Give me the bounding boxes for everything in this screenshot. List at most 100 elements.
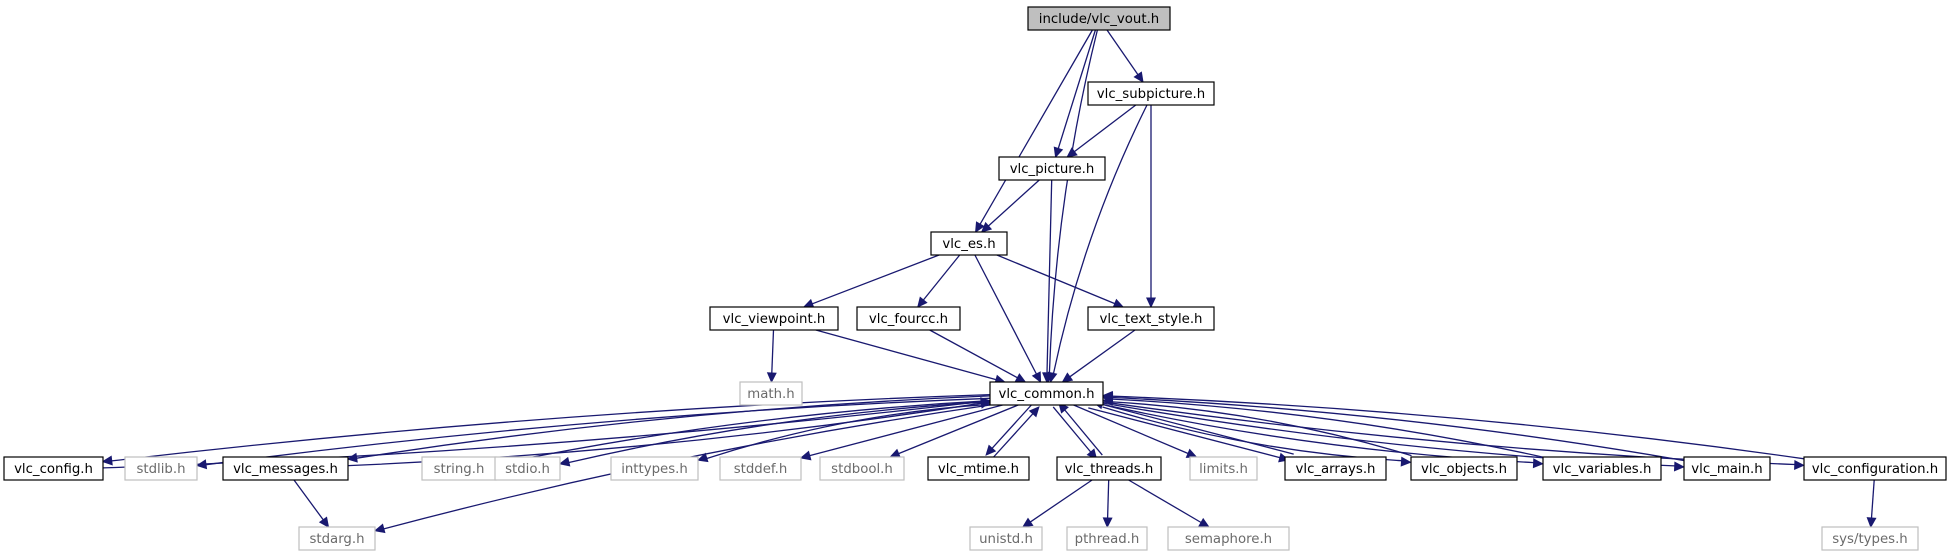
- edge-vlc_es-to-vlc_fourcc: [917, 254, 961, 308]
- node-box: [1087, 81, 1215, 106]
- edge-line: [356, 395, 990, 459]
- edge-vlc_common-to-vlc_mtime: [985, 402, 1034, 456]
- node-vlc-config[interactable]: vlc_config.h: [3, 456, 104, 481]
- node-sys-types: sys/types.h: [1821, 526, 1919, 551]
- edge-line: [111, 393, 990, 462]
- node-vlc-common[interactable]: vlc_common.h: [989, 381, 1104, 406]
- edge-line: [898, 404, 1019, 455]
- edge-line: [1030, 479, 1093, 523]
- edge-arrowhead: [1014, 373, 1027, 383]
- edge-arrowhead: [889, 448, 901, 459]
- node-label: semaphore.h: [1185, 532, 1272, 547]
- edge-line: [568, 401, 991, 464]
- node-label: unistd.h: [979, 532, 1033, 547]
- node-box: [1410, 456, 1518, 481]
- edge-vlc_mtime-to-vlc_common: [991, 406, 1040, 460]
- edge-line: [812, 254, 940, 305]
- node-box: [998, 156, 1106, 181]
- node-box: [719, 456, 802, 481]
- edge-line: [1052, 104, 1148, 374]
- node-vlc-messages[interactable]: vlc_messages.h: [222, 456, 349, 481]
- edge-arrowhead: [985, 444, 997, 456]
- node-vlc-viewpoint[interactable]: vlc_viewpoint.h: [709, 306, 839, 331]
- node-box: [1066, 526, 1148, 551]
- edge-line: [771, 329, 775, 374]
- edge-arrowhead: [1133, 71, 1144, 83]
- edge-arrowhead: [766, 372, 777, 384]
- node-limits: limits.h: [1189, 456, 1258, 481]
- edge-vlc_common-to-inttypes: [696, 403, 991, 463]
- node-label: vlc_text_style.h: [1100, 312, 1203, 327]
- node-vlc-picture[interactable]: vlc_picture.h: [998, 156, 1106, 181]
- node-box: [1542, 456, 1662, 481]
- edge-arrowhead: [1400, 456, 1412, 467]
- node-box: [1167, 526, 1290, 551]
- node-vlc-main[interactable]: vlc_main.h: [1683, 456, 1771, 481]
- node-box: [739, 381, 803, 406]
- node-label: sys/types.h: [1832, 532, 1908, 547]
- edge-arrowhead: [1061, 372, 1074, 383]
- node-vlc-variables[interactable]: vlc_variables.h: [1542, 456, 1662, 481]
- node-vlc-fourcc[interactable]: vlc_fourcc.h: [856, 306, 961, 331]
- edge-arrowhead: [980, 221, 993, 233]
- node-vlc-mtime[interactable]: vlc_mtime.h: [927, 456, 1030, 481]
- edge-arrowhead: [1112, 298, 1125, 309]
- edge-line: [809, 404, 1003, 457]
- node-inttypes: inttypes.h: [610, 456, 699, 481]
- edge-line: [1069, 329, 1136, 378]
- nodes-layer: include/vlc_vout.h vlc_subpicture.h vlc_pi…: [3, 6, 1947, 551]
- edge-vlc_configuration-to-vlc_common: [1102, 390, 1805, 460]
- node-box: [1821, 526, 1919, 551]
- node-vlc-es[interactable]: vlc_es.h: [930, 231, 1008, 256]
- node-stddef: stddef.h: [719, 456, 802, 481]
- node-label: inttypes.h: [621, 462, 688, 477]
- node-stdio: stdio.h: [494, 456, 561, 481]
- node-box: [3, 456, 104, 481]
- node-vlc-vout[interactable]: include/vlc_vout.h: [1027, 6, 1171, 31]
- node-box: [856, 306, 961, 331]
- node-vlc-objects[interactable]: vlc_objects.h: [1410, 456, 1518, 481]
- node-vlc-arrays[interactable]: vlc_arrays.h: [1284, 456, 1387, 481]
- node-vlc-text-style[interactable]: vlc_text_style.h: [1087, 306, 1215, 331]
- node-box: [124, 456, 198, 481]
- node-vlc-subpicture[interactable]: vlc_subpicture.h: [1087, 81, 1215, 106]
- edge-vlc_common-to-stdio: [558, 401, 991, 467]
- edge-arrowhead: [373, 523, 386, 534]
- node-label: vlc_picture.h: [1010, 162, 1095, 177]
- edge-vlc_vout-to-vlc_picture: [1053, 29, 1097, 159]
- node-label: vlc_main.h: [1691, 462, 1762, 477]
- edge-line: [706, 403, 991, 460]
- edge-line: [815, 329, 997, 381]
- edge-line: [1102, 403, 1294, 455]
- edge-arrowhead: [1102, 517, 1113, 529]
- node-vlc-configuration[interactable]: vlc_configuration.h: [1803, 456, 1947, 481]
- edge-vlc_threads-to-unistd: [1021, 479, 1093, 528]
- edge-line: [1112, 401, 1412, 457]
- edge-vlc_common-to-vlc_threads: [1052, 406, 1098, 460]
- node-string: string.h: [421, 456, 497, 481]
- node-stdbool: stdbool.h: [819, 456, 905, 481]
- node-vlc-threads[interactable]: vlc_threads.h: [1056, 456, 1162, 481]
- edge-line: [987, 179, 1040, 227]
- node-label: vlc_subpicture.h: [1097, 87, 1205, 102]
- node-semaphore: semaphore.h: [1167, 526, 1290, 551]
- edge-vlc_threads-to-semaphore: [1128, 479, 1210, 528]
- edge-line: [922, 254, 961, 301]
- edge-line: [1088, 407, 1280, 459]
- node-math: math.h: [739, 381, 803, 406]
- edge-vlc_viewpoint-to-math: [766, 329, 777, 384]
- node-box: [1284, 456, 1387, 481]
- edge-vlc_common-to-vlc_config: [101, 393, 990, 466]
- node-label: vlc_viewpoint.h: [723, 312, 826, 327]
- edge-vlc_subpicture-to-vlc_picture: [1066, 104, 1137, 158]
- edge-arrowhead: [1021, 517, 1034, 528]
- edge-arrowhead: [1146, 297, 1156, 309]
- edge-line: [1052, 406, 1092, 453]
- edge-vlc_es-to-vlc_viewpoint: [802, 254, 940, 309]
- node-box: [298, 526, 376, 551]
- edge-vlc_common-to-string: [494, 400, 991, 467]
- edge-vlc_subpicture-to-vlc_text_style: [1146, 105, 1156, 309]
- edge-vlc_configuration-to-sys_types: [1866, 479, 1877, 529]
- node-box: [1189, 456, 1258, 481]
- edge-line: [1064, 409, 1103, 456]
